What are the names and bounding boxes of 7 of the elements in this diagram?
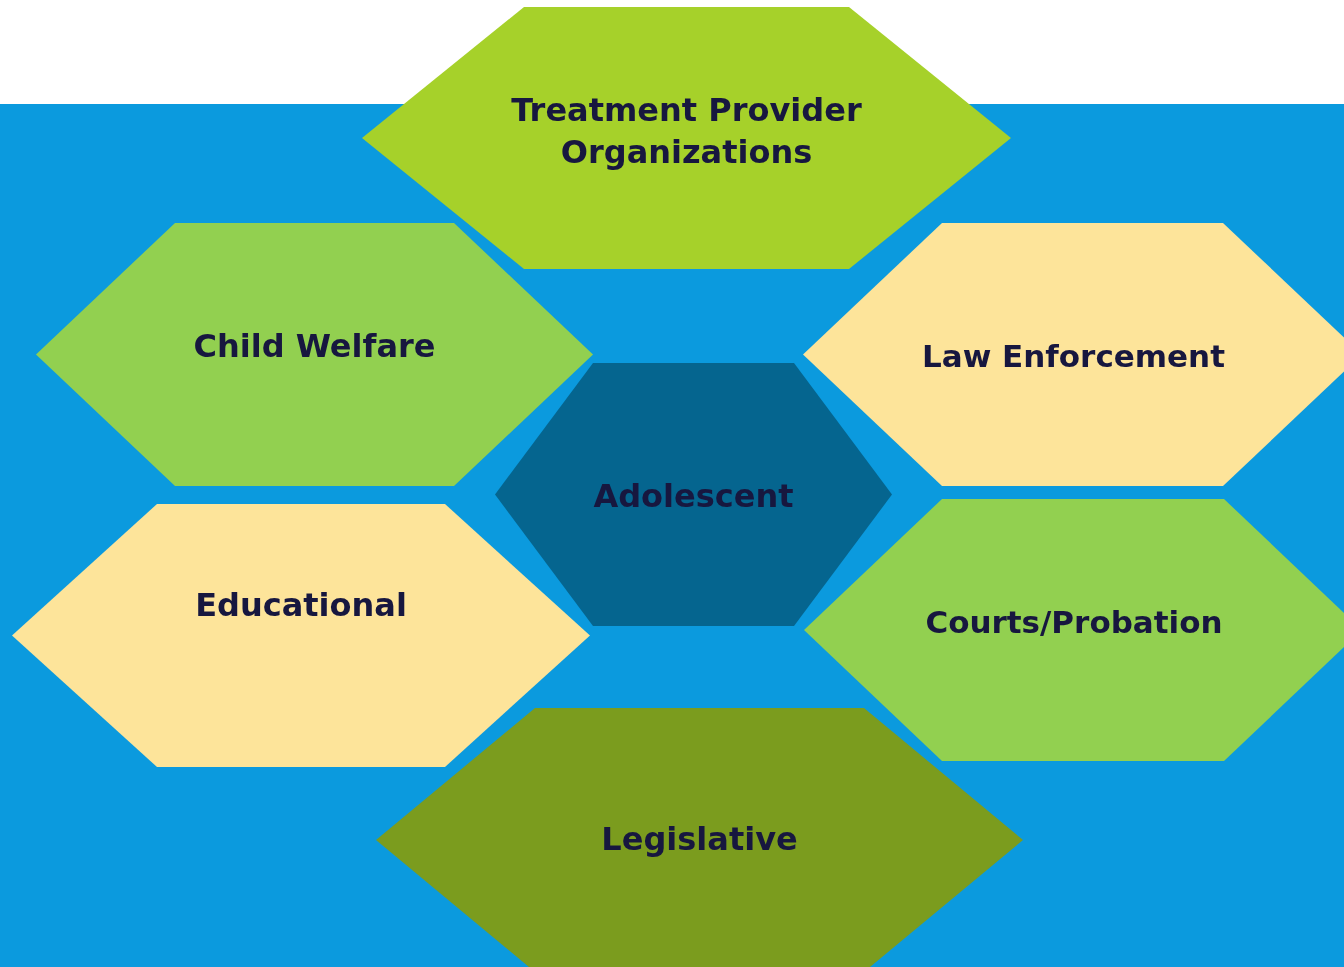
- node-label: Legislative: [601, 819, 798, 861]
- node-label: Treatment Provider Organizations: [510, 90, 863, 173]
- node-label: Child Welfare: [193, 325, 436, 367]
- node-label: Educational: [195, 584, 407, 626]
- node-label: Adolescent: [593, 475, 794, 517]
- node-label: Law Enforcement: [921, 337, 1225, 377]
- node-label: Courts/Probation: [925, 602, 1223, 642]
